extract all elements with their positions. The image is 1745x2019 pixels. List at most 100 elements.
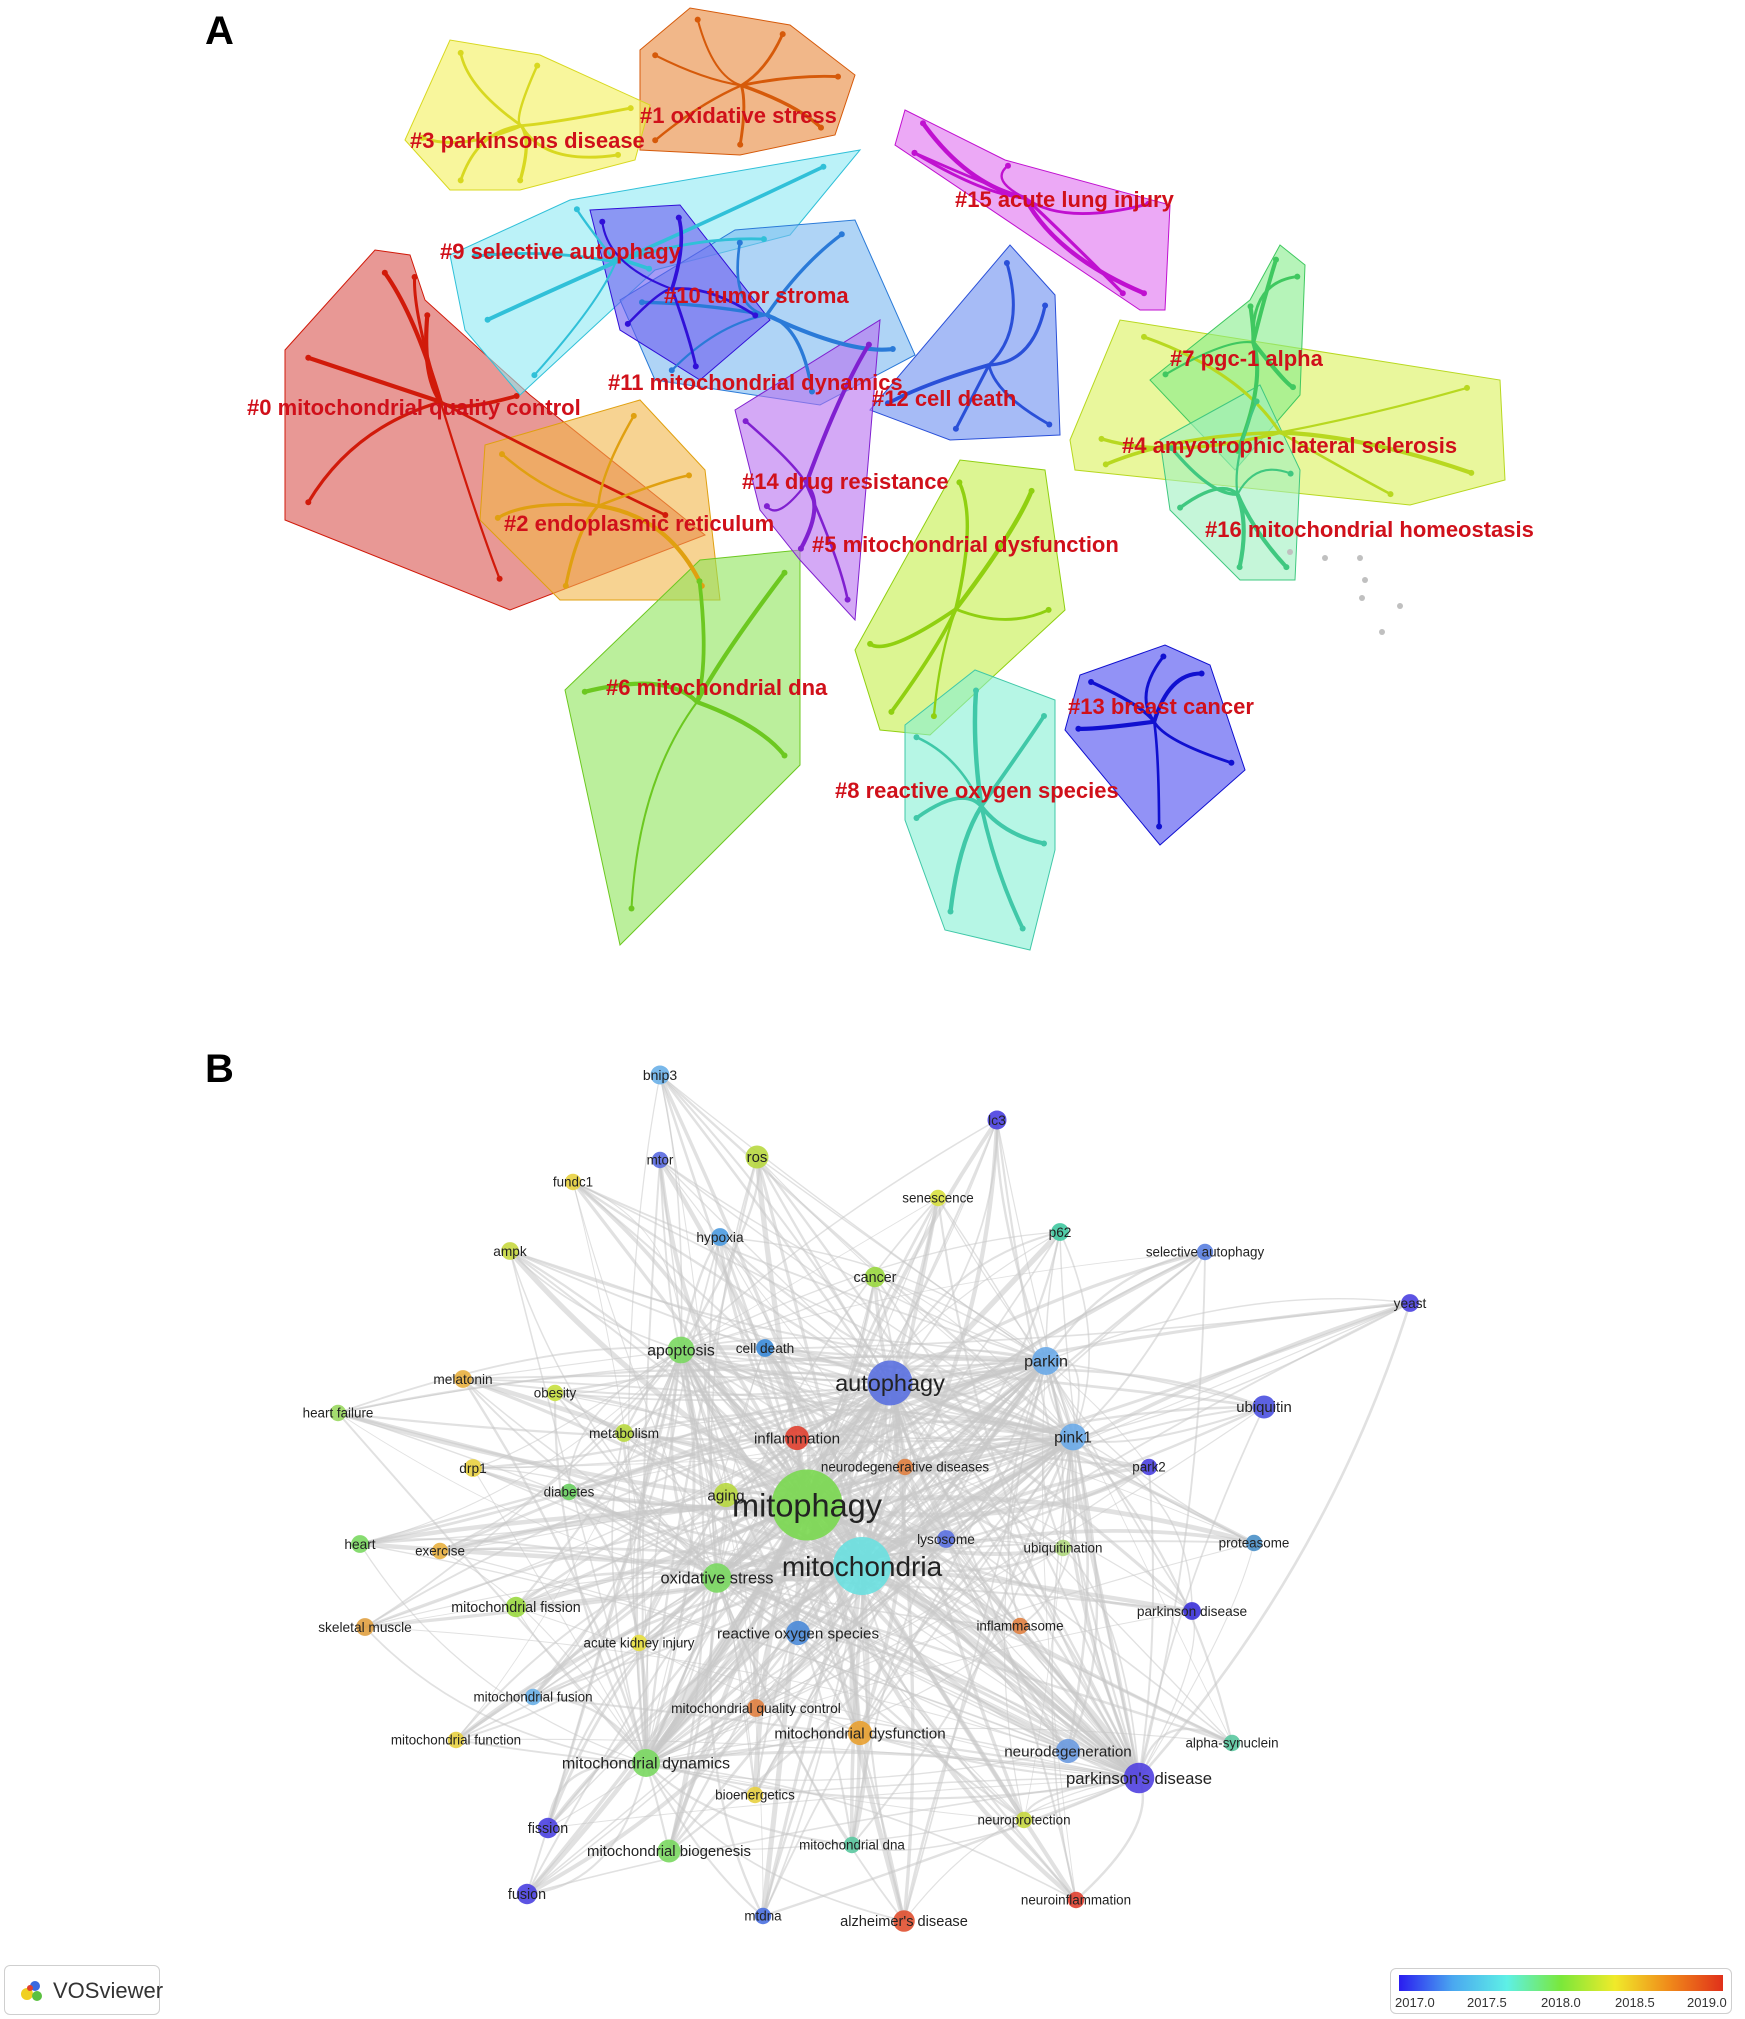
- keyword-label: ampk: [493, 1244, 527, 1259]
- cluster-label: #10 tumor stroma: [664, 283, 849, 308]
- keyword-link: [680, 1119, 998, 1351]
- cluster-node: [1156, 823, 1163, 830]
- keyword-link: [645, 1276, 876, 1764]
- cluster-node: [889, 346, 896, 352]
- keyword-link: [461, 1378, 648, 1764]
- keyword-label: neuroprotection: [977, 1813, 1070, 1828]
- keyword-node: [987, 1110, 1007, 1130]
- cluster-edge: [913, 151, 1026, 200]
- cluster-node: [763, 503, 770, 510]
- keyword-link: [716, 1577, 756, 1796]
- keyword-link: [680, 1348, 1150, 1469]
- cluster-edge: [630, 701, 698, 909]
- keyword-link: [668, 1436, 1074, 1852]
- cluster-label: #5 mitochondrial dysfunction: [812, 532, 1119, 557]
- keyword-link: [937, 1197, 1074, 1438]
- cluster-node: [624, 320, 631, 327]
- cluster-node: [1075, 725, 1082, 732]
- keyword-label: parkinson's disease: [1066, 1769, 1212, 1788]
- keyword-link: [568, 1381, 891, 1493]
- keyword-link: [659, 1159, 1047, 1362]
- keyword-node: [937, 1530, 955, 1548]
- cluster-label: #6 mitochondrial dna: [606, 675, 828, 700]
- keyword-link: [1045, 1231, 1061, 1362]
- keyword-link: [364, 1349, 682, 1628]
- cluster-node: [1046, 421, 1053, 428]
- cluster-edge: [670, 288, 698, 367]
- cluster-node: [1283, 564, 1290, 571]
- cluster-node: [835, 73, 841, 80]
- keyword-link: [860, 1564, 1078, 1902]
- colorbar-tick: 2018.0: [1541, 1995, 1581, 2010]
- keyword-link: [716, 1576, 1193, 1612]
- cluster-node: [628, 905, 635, 912]
- cluster-edge: [696, 19, 742, 87]
- keyword-label: obesity: [534, 1386, 577, 1401]
- outlier-node: [1379, 629, 1385, 635]
- cluster-node: [581, 688, 588, 695]
- keyword-node: [1055, 1738, 1081, 1764]
- keyword-link: [860, 1563, 1141, 1780]
- cluster-node: [920, 120, 926, 127]
- cluster-node: [779, 31, 786, 38]
- panel-a-letter: A: [205, 9, 234, 53]
- keyword-link: [526, 1577, 718, 1895]
- cluster-node: [1468, 469, 1475, 476]
- keyword-node: [847, 1720, 873, 1746]
- keyword-node: [745, 1145, 769, 1169]
- keyword-link: [1062, 1547, 1140, 1779]
- cluster-node: [499, 451, 505, 458]
- cluster-node: [1041, 713, 1047, 719]
- cluster-edge: [887, 363, 990, 405]
- keyword-link: [716, 1360, 1047, 1579]
- keyword-link: [572, 1181, 1047, 1362]
- cluster-edge: [695, 581, 706, 703]
- keyword-link: [526, 1436, 1074, 1895]
- keyword-link: [509, 1250, 1140, 1779]
- cluster-label: #12 cell death: [872, 386, 1016, 411]
- cluster-node: [381, 269, 388, 276]
- cluster-edge: [459, 124, 522, 181]
- cluster-node: [1088, 679, 1095, 685]
- outlier-node: [1322, 555, 1328, 561]
- keyword-link: [364, 1626, 647, 1764]
- keyword-node: [1051, 1223, 1069, 1241]
- cluster-edge: [412, 276, 443, 403]
- cluster-edge: [987, 364, 1051, 426]
- keyword-label: cancer: [854, 1270, 897, 1286]
- keyword-node: [756, 1339, 774, 1357]
- keyword-label: inflammation: [754, 1430, 840, 1447]
- cluster-node: [1042, 302, 1049, 309]
- keyword-link: [667, 1349, 706, 1852]
- keyword-label: yeast: [1394, 1296, 1427, 1311]
- keyword-node: [1059, 1423, 1087, 1451]
- keyword-link: [364, 1436, 1074, 1628]
- cluster-edge: [915, 736, 983, 807]
- keyword-link: [547, 1436, 1074, 1829]
- cluster-node: [1247, 303, 1254, 310]
- keyword-link: [1019, 1625, 1140, 1779]
- keyword-node: [1011, 1617, 1029, 1635]
- keyword-link: [439, 1349, 682, 1552]
- cluster-edge: [1251, 275, 1298, 343]
- keyword-link: [1045, 1250, 1206, 1362]
- keyword-link: [1045, 1360, 1233, 1744]
- cluster-node: [809, 388, 815, 395]
- cluster-label: #8 reactive oxygen species: [835, 778, 1119, 803]
- keyword-label: melatonin: [433, 1372, 492, 1387]
- keyword-link: [572, 1181, 1074, 1438]
- colorbar-tick: 2017.5: [1467, 1995, 1507, 2010]
- keyword-node: [833, 1537, 891, 1595]
- cluster-edge: [1236, 468, 1291, 495]
- cluster-node: [531, 372, 538, 379]
- keyword-label: mitochondrial fusion: [473, 1690, 592, 1705]
- keyword-link: [337, 1411, 1074, 1443]
- cluster-edge: [740, 83, 823, 129]
- keyword-label: aging: [707, 1487, 744, 1504]
- cluster-edge: [799, 482, 817, 550]
- cluster-edge: [868, 607, 957, 649]
- year-colorbar: 2017.0 2017.5 2018.0 2018.5 2019.0: [1390, 1968, 1732, 2014]
- cluster-edge: [1023, 196, 1124, 295]
- keyword-node: [1054, 1539, 1072, 1557]
